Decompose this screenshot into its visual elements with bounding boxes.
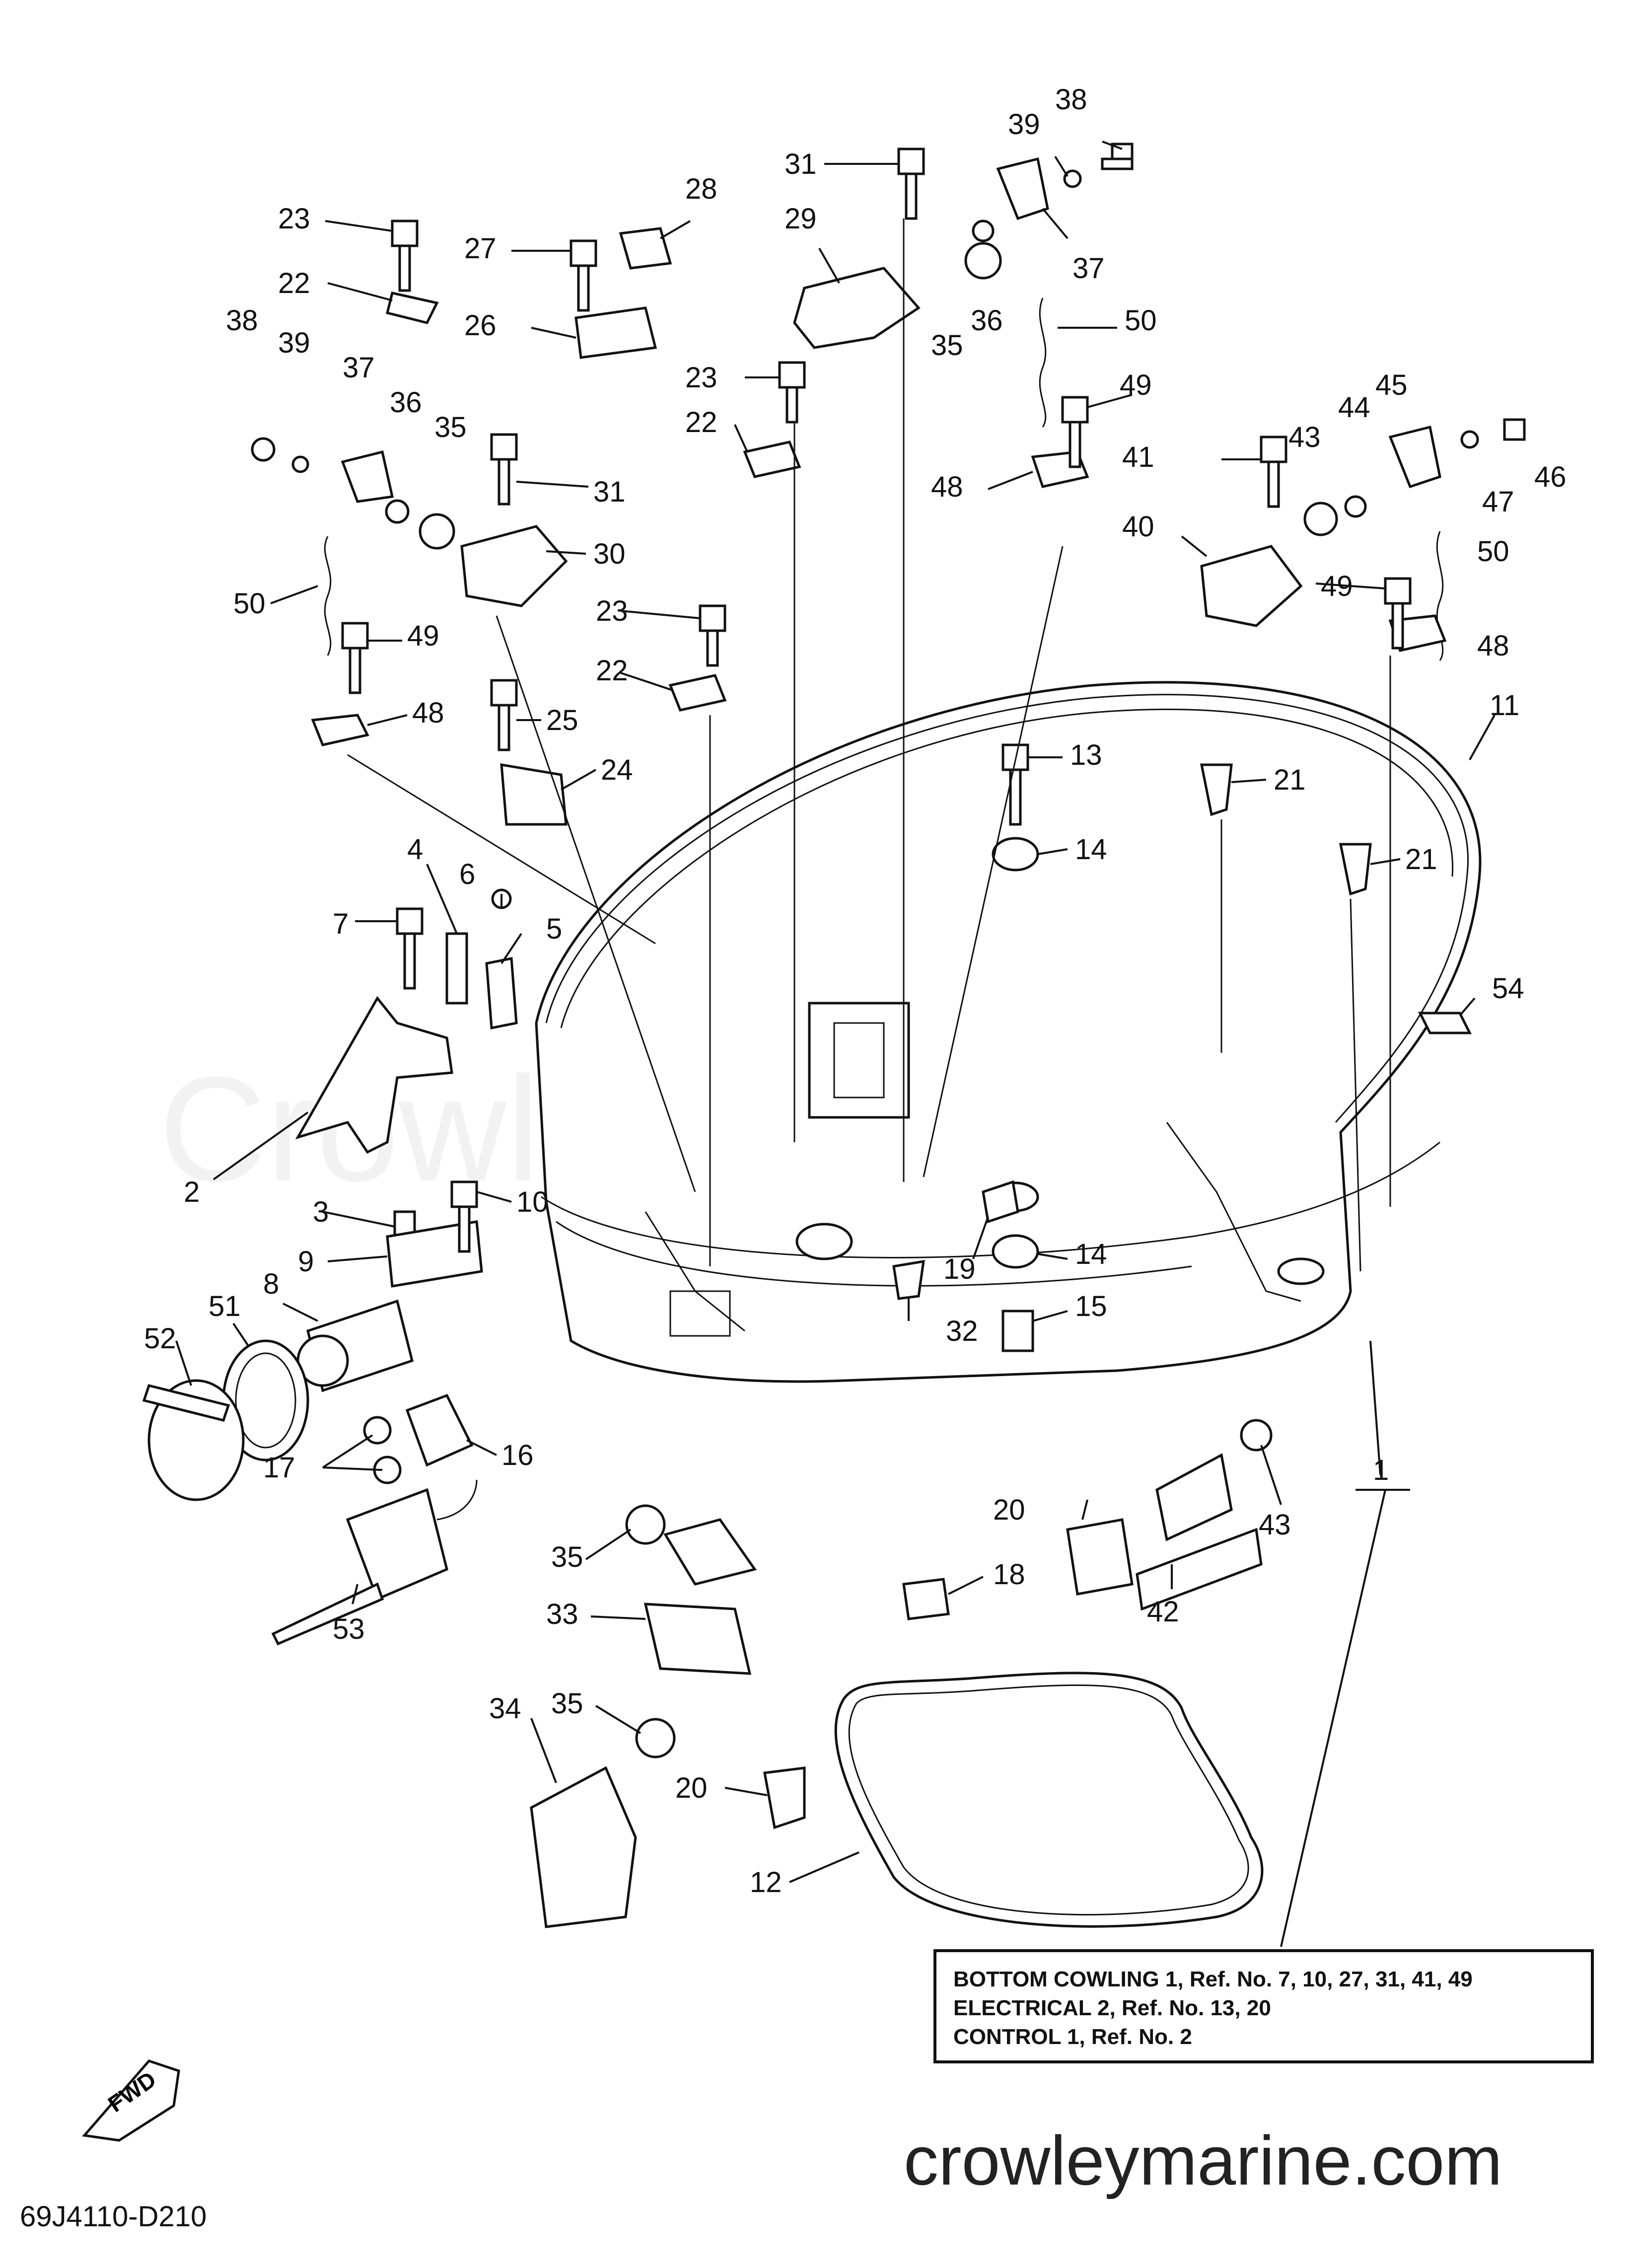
- part-label: 50: [1125, 304, 1157, 337]
- leader-lines: [175, 141, 1496, 1947]
- part-label: 36: [390, 386, 422, 419]
- bottom-cowling-drawing: [535, 681, 1482, 1383]
- part-label: 22: [685, 406, 717, 439]
- part-label: 33: [546, 1598, 578, 1630]
- part-label: 19: [943, 1253, 976, 1285]
- part-label: 8: [263, 1268, 279, 1300]
- part-label: 1: [1373, 1454, 1389, 1486]
- part-label: 43: [1259, 1509, 1291, 1541]
- part-label: 39: [1008, 108, 1040, 141]
- part-label: 35: [551, 1687, 583, 1720]
- part-label: 23: [596, 595, 628, 627]
- note-line: BOTTOM COWLING 1, Ref. No. 7, 10, 27, 31…: [953, 1967, 1473, 1991]
- part-label: 17: [263, 1452, 295, 1484]
- part-label: 35: [551, 1541, 583, 1573]
- part-label: 3: [313, 1196, 329, 1228]
- part-label: 16: [501, 1439, 534, 1471]
- part-label: 6: [459, 858, 475, 890]
- part-label: 45: [1375, 369, 1408, 401]
- part-label: 35: [931, 329, 963, 362]
- part-label: 43: [1288, 421, 1321, 453]
- part-label: 4: [407, 833, 423, 866]
- part-label: 40: [1122, 511, 1154, 543]
- part-label: 51: [209, 1290, 241, 1322]
- part-label: 38: [1055, 83, 1087, 116]
- part-label: 50: [1477, 535, 1509, 568]
- part-label: 11: [1490, 689, 1519, 722]
- part-label: 37: [343, 352, 375, 384]
- part-label: 9: [298, 1245, 314, 1278]
- part-label: 54: [1492, 972, 1524, 1005]
- part-label: 41: [1122, 441, 1154, 473]
- part-label: 34: [489, 1692, 521, 1725]
- part-label: 5: [546, 913, 562, 945]
- part-label: 2: [184, 1176, 200, 1208]
- part-label: 49: [1321, 570, 1353, 602]
- part-label: 12: [750, 1866, 782, 1899]
- drawing-code: 69J4110-D210: [20, 2200, 207, 2233]
- part-label: 26: [464, 309, 497, 342]
- part-label: 18: [993, 1558, 1025, 1591]
- part-label: 47: [1482, 486, 1514, 518]
- part-label: 49: [1120, 369, 1152, 401]
- part-label: 22: [596, 655, 628, 687]
- part-label: 28: [685, 173, 717, 205]
- part-label: 10: [516, 1186, 549, 1218]
- part-label: 44: [1338, 391, 1370, 424]
- part-label: 49: [407, 620, 439, 652]
- part-label: 52: [144, 1322, 176, 1355]
- part-label: 31: [785, 148, 817, 180]
- fwd-arrow: FWD: [82, 2059, 180, 2142]
- part-label: 23: [685, 362, 717, 394]
- part-label: 22: [278, 267, 310, 299]
- part-label: 31: [593, 476, 626, 508]
- part-labels: 38 39 31 28 23 27 29 37 35 36 22 26 50 3…: [144, 83, 1567, 1899]
- part-label: 29: [785, 203, 817, 235]
- part-label: 53: [333, 1613, 365, 1645]
- small-parts: [142, 143, 1526, 1928]
- part-label: 14: [1075, 1238, 1107, 1270]
- part-label: 35: [434, 411, 467, 443]
- part-label: 50: [233, 587, 266, 620]
- note-line: ELECTRICAL 2, Ref. No. 13, 20: [953, 1996, 1271, 2020]
- part-label: 46: [1534, 461, 1567, 493]
- site-url[interactable]: crowleymarine.com: [904, 2122, 1502, 2199]
- part-label: 42: [1147, 1596, 1179, 1628]
- part-label: 48: [931, 471, 963, 503]
- part-label: 36: [971, 304, 1003, 337]
- part-label: 32: [946, 1315, 978, 1347]
- part-label: 38: [226, 304, 258, 337]
- part-label: 27: [464, 232, 497, 265]
- part-label: 13: [1070, 739, 1102, 771]
- part-label: 39: [278, 327, 310, 359]
- note-line: CONTROL 1, Ref. No. 2: [953, 2025, 1192, 2049]
- part-label: 48: [1477, 630, 1509, 662]
- seal-ring-drawing: [834, 1672, 1264, 1928]
- part-label: 48: [412, 697, 444, 729]
- part-label: 24: [601, 754, 633, 786]
- part-label: 21: [1405, 843, 1437, 876]
- reference-note-box: BOTTOM COWLING 1, Ref. No. 7, 10, 27, 31…: [933, 1949, 1594, 2063]
- part-label: 7: [333, 908, 349, 940]
- part-label: 25: [546, 704, 578, 736]
- part-label: 30: [593, 538, 626, 570]
- part-label: 14: [1075, 833, 1107, 866]
- part-label: 20: [993, 1494, 1025, 1526]
- part-label: 15: [1075, 1290, 1107, 1322]
- part-label: 20: [675, 1772, 708, 1804]
- part-label: 23: [278, 203, 310, 235]
- part-label: 37: [1072, 252, 1105, 285]
- part-label: 21: [1274, 764, 1306, 796]
